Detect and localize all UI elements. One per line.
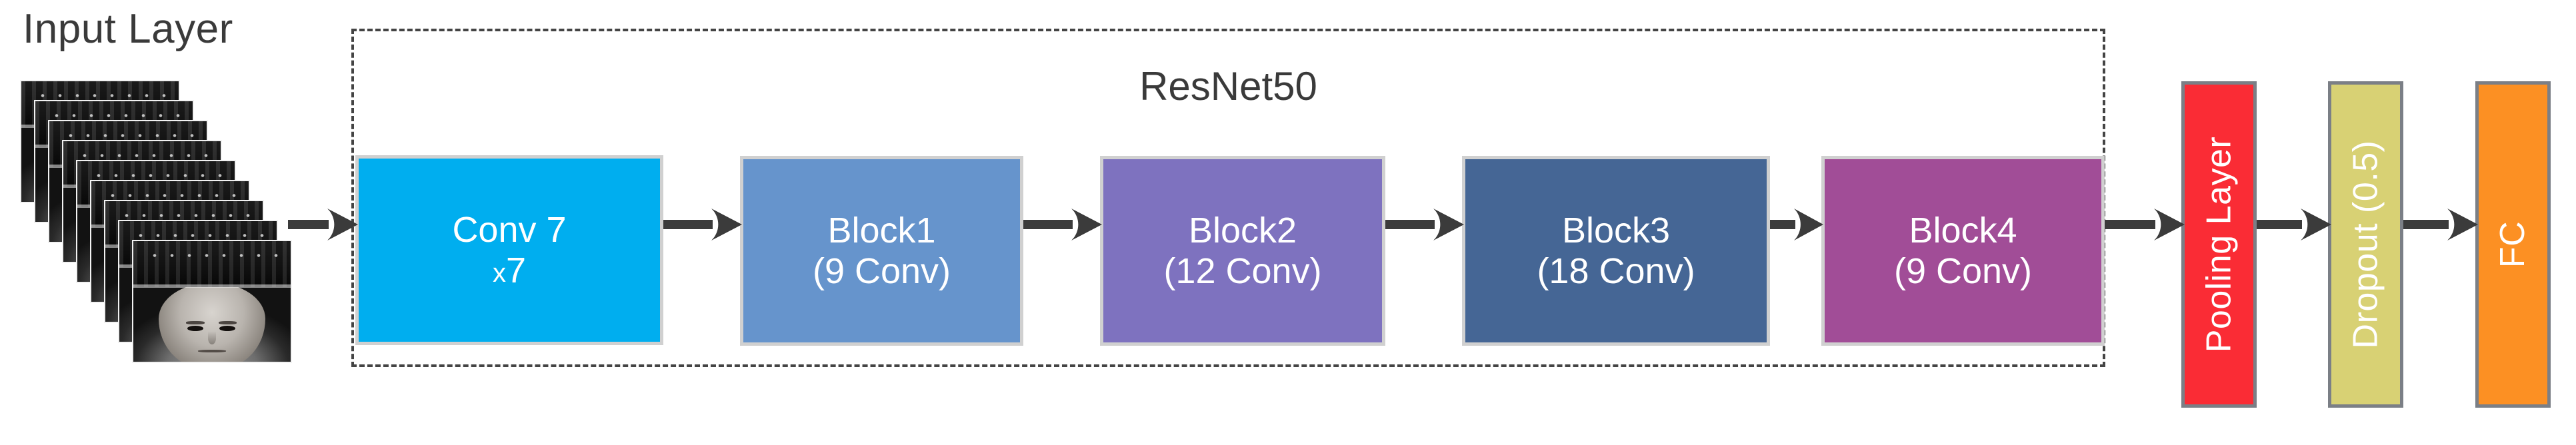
resnet-stage-conv[interactable]: Conv 7 x7 xyxy=(355,155,663,345)
arrow-dropout-to-fc xyxy=(2403,205,2478,244)
resnet-stage-block1[interactable]: Block1(9 Conv) xyxy=(740,156,1023,346)
resnet-stage-block3[interactable]: Block3(18 Conv) xyxy=(1462,156,1770,346)
input-face-image xyxy=(132,240,292,363)
stage-label-secondary: (18 Conv) xyxy=(1537,250,1695,291)
stage-label-primary: Conv 7 xyxy=(452,210,567,250)
stage-label-primary: Block2 xyxy=(1188,211,1297,251)
layer-box-fc[interactable]: FC xyxy=(2475,81,2551,408)
stage-label-primary: Block1 xyxy=(827,211,936,251)
layer-label-dropout: Dropout (0.5) xyxy=(2346,140,2385,349)
layer-label-pooling: Pooling Layer xyxy=(2199,136,2239,353)
arrow-block4-to-pooling xyxy=(2105,205,2185,244)
layer-box-pooling[interactable]: Pooling Layer xyxy=(2181,81,2257,408)
resnet-stage-block2[interactable]: Block2(12 Conv) xyxy=(1100,156,1385,346)
layer-label-fc: FC xyxy=(2493,221,2533,268)
resnet50-title: ResNet50 xyxy=(1139,64,1317,109)
stage-label-primary-tail: 7 xyxy=(505,250,527,290)
stage-label-secondary: (9 Conv) xyxy=(812,250,951,291)
stage-label-primary: Block3 xyxy=(1561,211,1671,251)
layer-box-dropout[interactable]: Dropout (0.5) xyxy=(2328,81,2403,408)
resnet-stage-block4[interactable]: Block4(9 Conv) xyxy=(1821,156,2105,346)
stage-label-primary: Block4 xyxy=(1909,211,2017,251)
stage-label-secondary: (12 Conv) xyxy=(1163,250,1322,291)
kernel-multiply-symbol: x xyxy=(492,258,506,288)
input-image-stack xyxy=(20,80,300,393)
input-layer-label: Input Layer xyxy=(23,6,233,52)
stage-label-secondary: (9 Conv) xyxy=(1893,250,2033,291)
arrow-pooling-to-dropout xyxy=(2257,205,2331,244)
